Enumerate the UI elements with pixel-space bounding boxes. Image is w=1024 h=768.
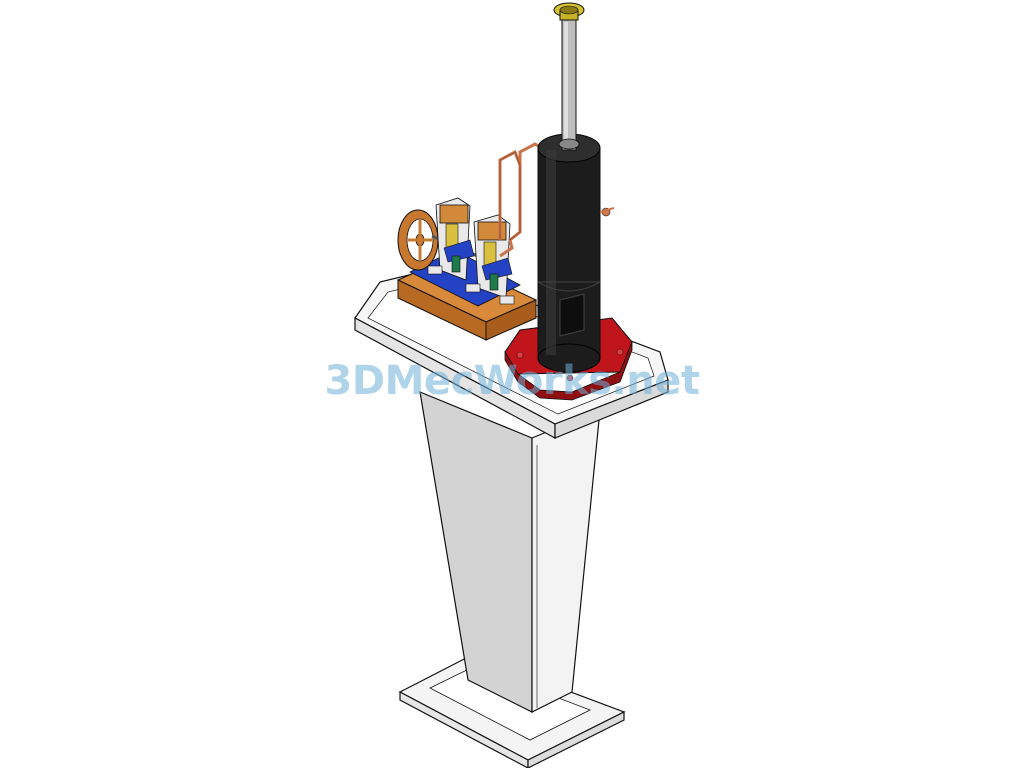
boiler xyxy=(537,133,615,373)
steam-engine xyxy=(397,197,521,307)
flywheel xyxy=(397,209,439,271)
chimney xyxy=(553,2,585,151)
chimney-cap xyxy=(553,2,585,21)
pedestal-base xyxy=(398,654,626,768)
pedestal-column xyxy=(419,391,601,713)
